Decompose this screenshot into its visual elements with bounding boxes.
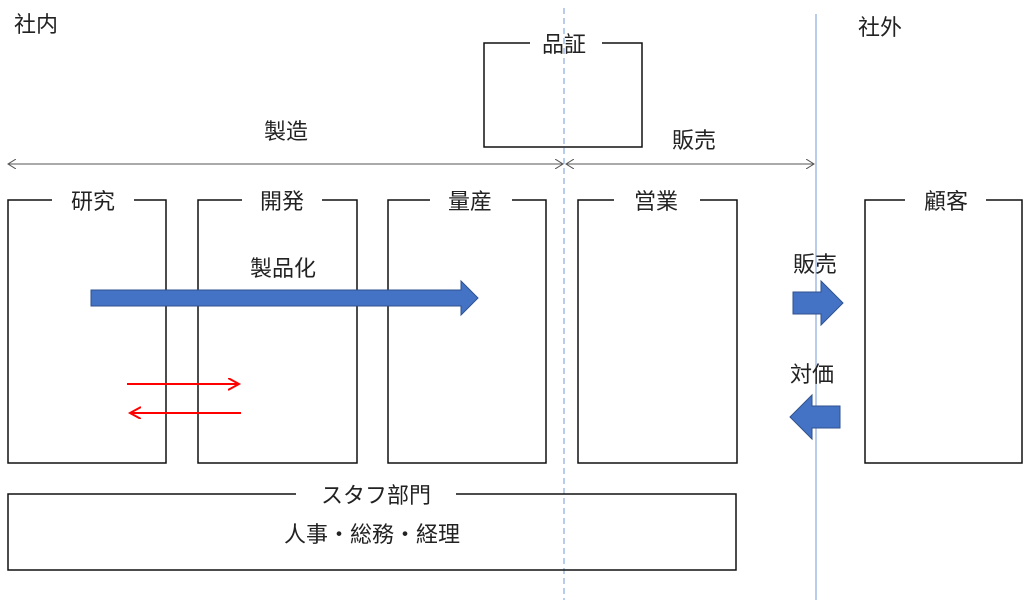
research-label: 研究 bbox=[71, 190, 115, 215]
sell-arrow bbox=[792, 279, 844, 327]
development-box: 開発 bbox=[197, 190, 358, 464]
sales-dept-label: 営業 bbox=[634, 190, 678, 215]
sell-label: 販売 bbox=[793, 253, 837, 278]
staff-box: スタフ部門 人事・総務・経理 bbox=[7, 484, 737, 571]
payment-arrow bbox=[789, 393, 841, 441]
productization-label: 製品化 bbox=[250, 257, 316, 282]
quality-box: 品証 bbox=[483, 33, 643, 148]
customer-label: 顧客 bbox=[924, 190, 968, 215]
research-box: 研究 bbox=[7, 190, 167, 464]
sales-dept-box: 営業 bbox=[577, 190, 738, 464]
mass-production-box: 量産 bbox=[387, 190, 547, 464]
productization-arrow bbox=[90, 279, 479, 317]
span-sales-label: 販売 bbox=[672, 129, 716, 154]
label-outside: 社外 bbox=[858, 16, 902, 41]
staff-title: スタフ部門 bbox=[321, 484, 431, 509]
quality-label: 品証 bbox=[542, 33, 586, 58]
mass-production-label: 量産 bbox=[448, 190, 492, 215]
label-inside: 社内 bbox=[14, 13, 58, 38]
span-manufacturing-label: 製造 bbox=[264, 120, 308, 145]
payment-label: 対価 bbox=[790, 363, 834, 388]
customer-box: 顧客 bbox=[864, 190, 1023, 464]
development-label: 開発 bbox=[260, 190, 304, 215]
staff-members: 人事・総務・経理 bbox=[284, 523, 460, 548]
